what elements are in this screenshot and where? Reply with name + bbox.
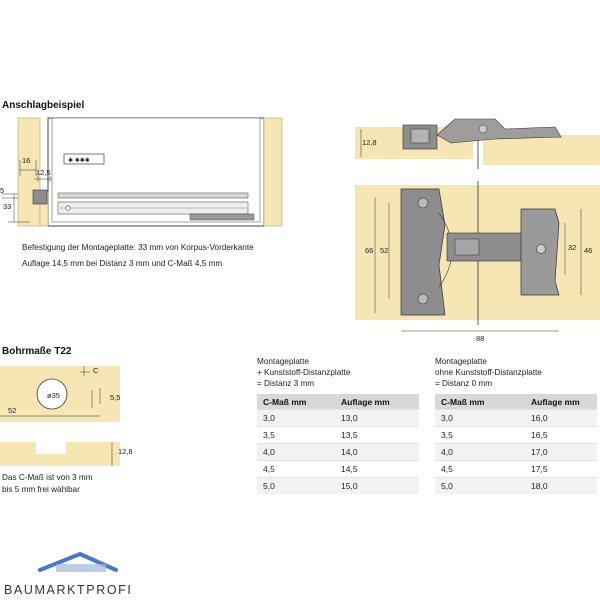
cabinet-right-panel xyxy=(263,117,283,227)
hinge-diagram xyxy=(355,118,600,332)
bohr-dim-5-5-label: 5,5 xyxy=(110,393,121,402)
bohr-title: Bohrmaße T22 xyxy=(2,346,72,357)
hinge-dim-66-label: 66 xyxy=(365,246,374,255)
table-cell: 3,0 xyxy=(257,409,335,427)
bohr-hole-section xyxy=(36,442,66,454)
table2-head-line2: ohne Kunststoff-Distanzplatte xyxy=(435,368,542,377)
screw-icon xyxy=(65,205,71,211)
table2-head-line3: = Distanz 0 mm xyxy=(435,379,493,388)
logo-roof-icon xyxy=(38,552,118,572)
table1-header: Montageplatte + Kunststoff-Distanzplatte… xyxy=(257,356,350,389)
table-cell: 18,0 xyxy=(525,477,597,494)
table-cell: 16,5 xyxy=(525,426,597,444)
anschlag-title: Anschlagbeispiel xyxy=(2,100,85,111)
table-cell: 17,5 xyxy=(525,460,597,478)
hinge-dim-52-label: 52 xyxy=(380,246,389,255)
table-cell: 4,0 xyxy=(435,443,525,461)
hinge-dim-88-label: 88 xyxy=(476,334,485,343)
mounting-plate xyxy=(189,213,255,221)
table-cell: 4,5 xyxy=(257,460,335,478)
bohr-dim-12-8-label: 12,8 xyxy=(118,447,133,456)
table-cell: 5,0 xyxy=(435,477,525,494)
dim-12-5-label: 12,5 xyxy=(36,168,51,177)
table2-col2: Auflage mm xyxy=(525,394,597,410)
bohr-dim-52-label: 52 xyxy=(8,406,17,415)
label-plate-stars: ✱ ✱✱✱ xyxy=(68,157,90,164)
hinge-dim-12-8-label: 12,8 xyxy=(362,138,377,147)
table2-header: Montageplatte ohne Kunststoff-Distanzpla… xyxy=(435,356,542,389)
anschlag-diagram: ✱ ✱✱✱ xyxy=(2,117,283,227)
cup-screw-top-icon xyxy=(417,197,429,209)
anschlag-caption-line1: Befestigung der Montageplatte: 33 mm von… xyxy=(22,243,254,252)
table-cell: 13,0 xyxy=(335,409,419,427)
table-cell: 17,0 xyxy=(525,443,597,461)
table1-head-line2: + Kunststoff-Distanzplatte xyxy=(257,368,351,377)
table-cell: 5,0 xyxy=(257,477,335,494)
bohr-caption-line1: Das C-Maß ist von 3 mm xyxy=(2,473,93,482)
table1-col2: Auflage mm xyxy=(335,394,419,410)
table-cell: 4,5 xyxy=(435,460,525,478)
bohr-dim-c-label: C xyxy=(93,366,99,375)
table1-col1: C-Maß mm xyxy=(257,394,335,410)
bohr-diagram xyxy=(0,366,120,466)
plate-screw-icon xyxy=(536,244,546,254)
table-cell: 15,0 xyxy=(335,477,419,494)
hinge-body xyxy=(32,189,48,205)
table2-head-line1: Montageplatte xyxy=(435,357,487,366)
hinge-cup-plan xyxy=(400,188,446,316)
bohr-dim-35-label: ø35 xyxy=(47,391,60,400)
bohr-hole-35 xyxy=(36,378,68,410)
dim-5-label: 5 xyxy=(0,186,5,195)
dim-33-label: 33 xyxy=(3,202,12,211)
drawer-rail xyxy=(57,192,249,199)
dim-16-label: 16 xyxy=(22,156,31,165)
label-plate xyxy=(63,153,105,165)
table-cell: 3,0 xyxy=(435,409,525,427)
hinge-side-wood-right xyxy=(483,135,600,165)
table-cell: 3,5 xyxy=(435,426,525,444)
cup-screw-bottom-icon xyxy=(417,293,429,305)
table-cell: 3,5 xyxy=(257,426,335,444)
hinge-dim-46-label: 46 xyxy=(584,246,593,255)
logo-text: BAUMARKTPROFI xyxy=(4,583,133,597)
table1-head-line3: = Distanz 3 mm xyxy=(257,379,315,388)
hinge-dim-32-label: 32 xyxy=(568,243,577,252)
table-cell: 13,5 xyxy=(335,426,419,444)
bohr-caption-line2: bis 5 mm frei wählbar xyxy=(2,485,80,494)
hinge-arm-side xyxy=(436,118,562,144)
table1-head-line1: Montageplatte xyxy=(257,357,309,366)
table-cell: 16,0 xyxy=(525,409,597,427)
table-cell: 14,0 xyxy=(335,443,419,461)
table-cell: 4,0 xyxy=(257,443,335,461)
table-cell: 14,5 xyxy=(335,460,419,478)
anschlag-caption-line2: Auflage 14,5 mm bei Distanz 3 mm und C-M… xyxy=(22,259,223,268)
table2-col1: C-Maß mm xyxy=(435,394,525,410)
